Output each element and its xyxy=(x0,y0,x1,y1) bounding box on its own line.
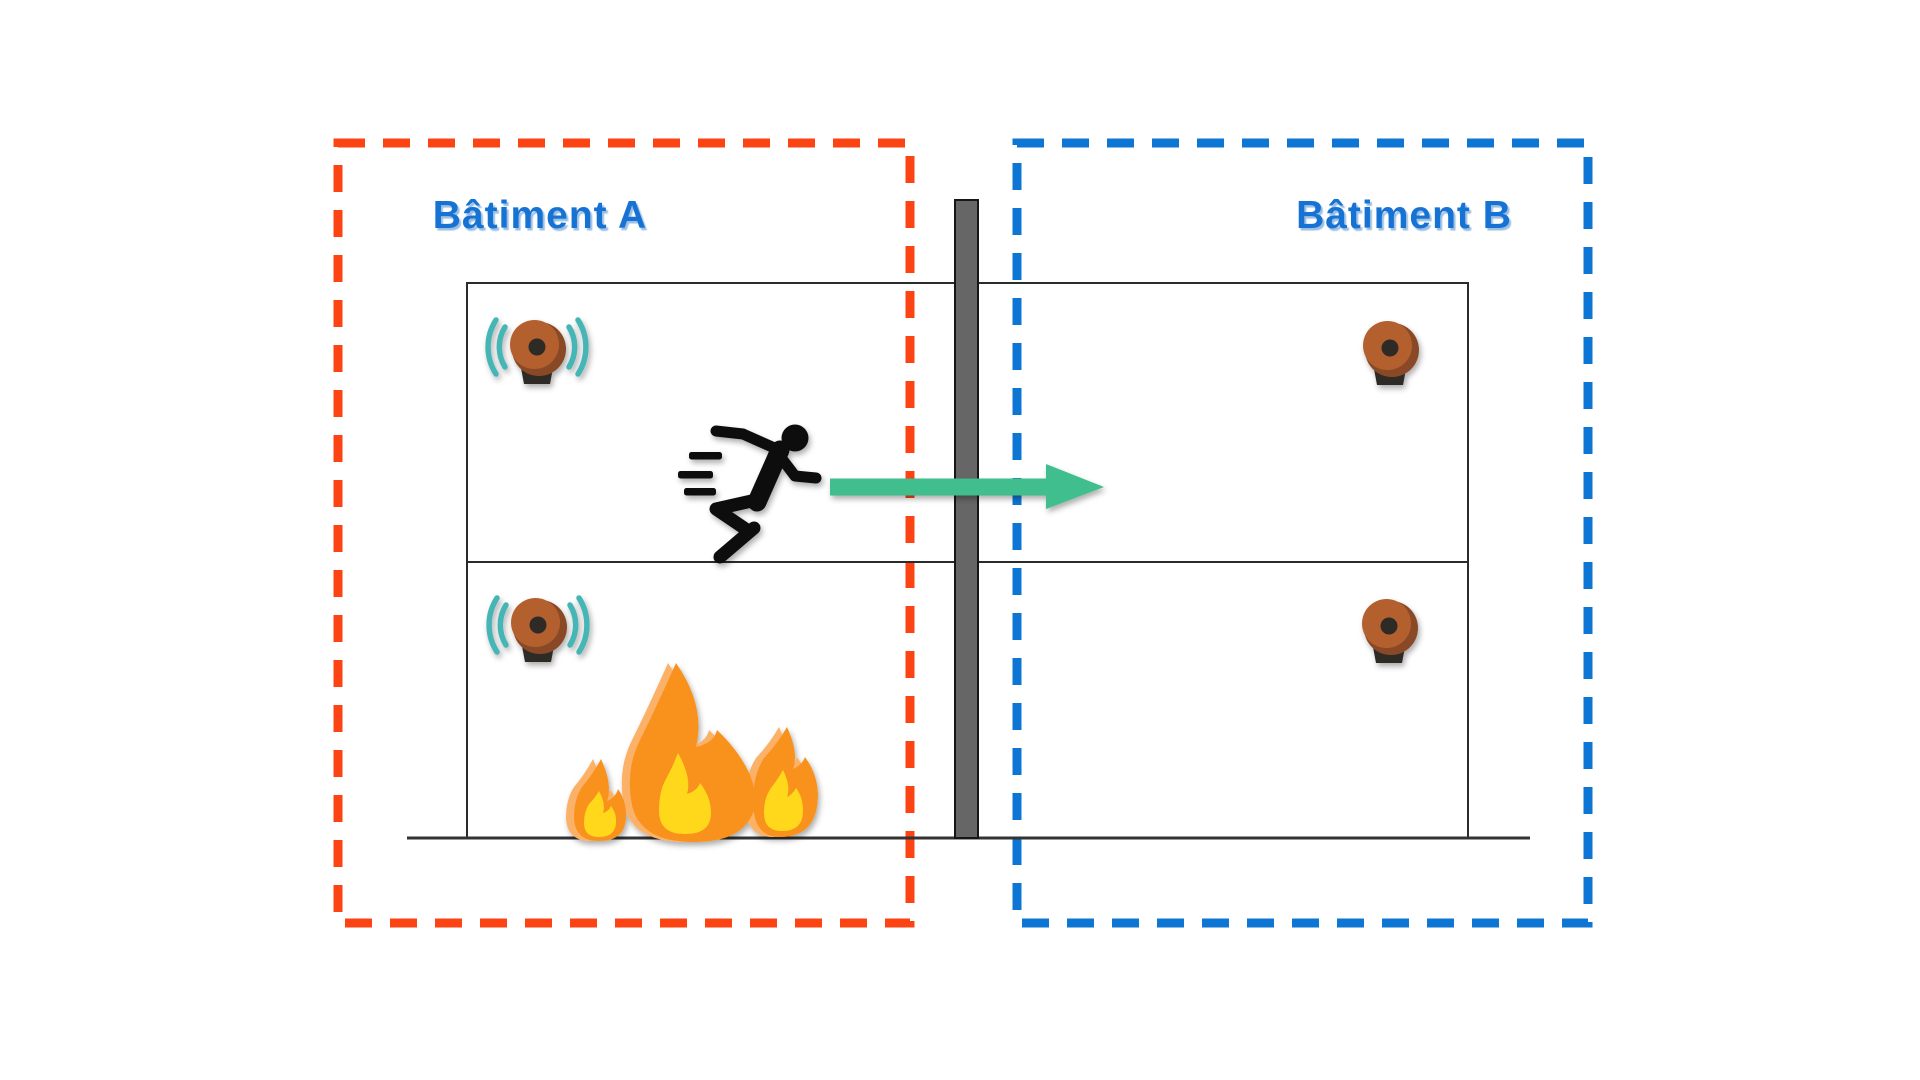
alarm-bell-icon xyxy=(511,598,567,662)
evacuation-arrow xyxy=(830,464,1104,509)
firewall xyxy=(954,199,979,839)
alarm-bell-icon xyxy=(1363,321,1419,385)
alarm-bell-icon xyxy=(510,320,566,384)
alarm-bell-b-upper-icon xyxy=(1363,321,1419,385)
runner-limbs xyxy=(709,425,822,564)
alarm-bell-a-lower-icon xyxy=(489,598,587,662)
fire-icon xyxy=(566,663,818,842)
alarm-bell-a-upper-icon xyxy=(488,320,586,384)
alarm-bell-b-lower-icon xyxy=(1362,599,1418,663)
building-a-zone-border xyxy=(333,138,915,928)
building-a-label: Bâtiment A xyxy=(433,194,647,237)
fire-inner-flames xyxy=(584,753,803,837)
running-person-icon xyxy=(678,424,822,564)
runner-body xyxy=(678,424,809,496)
building-b-label: Bâtiment B xyxy=(1296,194,1512,237)
building-b-zone-border xyxy=(1012,138,1593,928)
alarm-bell-icon xyxy=(1362,599,1418,663)
